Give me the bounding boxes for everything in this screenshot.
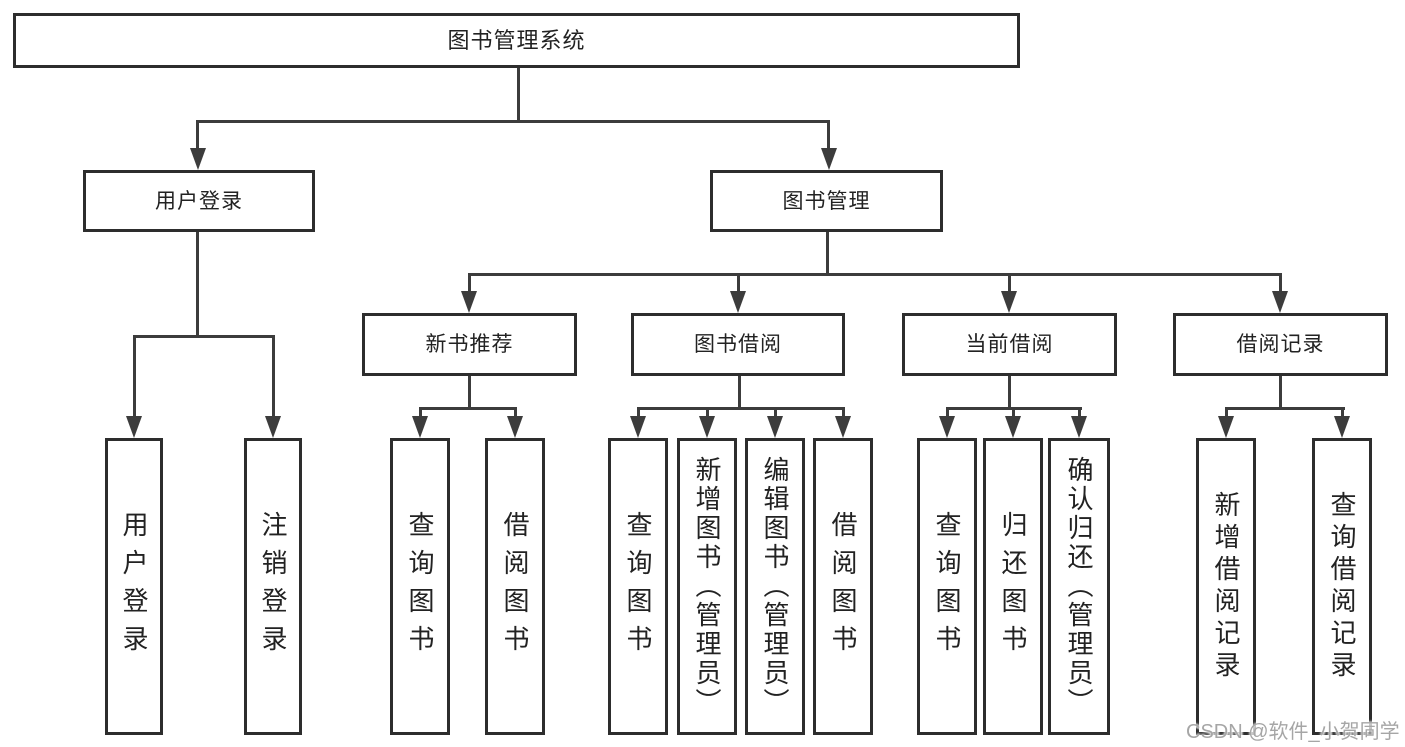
connector-current-drop-2 [1012, 407, 1015, 416]
connector-user-stem [196, 232, 199, 336]
csdn-watermark: CSDN @软件_小贺同学 [1186, 721, 1400, 743]
connector-mgmt-drop-4 [1279, 273, 1282, 291]
connector-root-rail [196, 120, 830, 123]
arrowhead-borrow-leaf-3 [767, 416, 783, 438]
arrowhead-to-logout-leaf [265, 416, 281, 438]
node-user-login-branch: 用户登录 [83, 170, 315, 232]
leaf-recommend-query-books: 查询图书 [390, 438, 450, 735]
node-book-management-branch: 图书管理 [710, 170, 943, 232]
connector-mgmt-stem [826, 232, 829, 274]
leaf-current-query-books: 查询图书 [917, 438, 977, 735]
arrowhead-borrow-leaf-4 [835, 416, 851, 438]
connector-current-drop-3 [1078, 407, 1081, 416]
connector-borrow-drop-4 [842, 407, 845, 416]
connector-records-drop-2 [1341, 407, 1344, 416]
node-library-management-system: 图书管理系统 [13, 13, 1020, 68]
arrowhead-current-leaf-1 [939, 416, 955, 438]
arrowhead-to-book-management [821, 148, 837, 170]
connector-borrow-drop-3 [774, 407, 777, 416]
connector-user-rail [133, 335, 275, 338]
arrowhead-to-user-login [190, 148, 206, 170]
arrowhead-recommend-leaf-2 [507, 416, 523, 438]
connector-current-drop-1 [946, 407, 949, 416]
leaf-user-login: 用户登录 [105, 438, 163, 735]
connector-borrow-rail [637, 407, 845, 410]
leaf-add-borrow-record: 新增借阅记录 [1196, 438, 1256, 735]
connector-borrow-drop-1 [637, 407, 640, 416]
arrowhead-to-login-leaf [126, 416, 142, 438]
connector-recommend-drop-1 [419, 407, 422, 416]
arrowhead-recommend-leaf-1 [412, 416, 428, 438]
arrowhead-to-book-borrow [730, 291, 746, 313]
node-new-book-recommend: 新书推荐 [362, 313, 577, 376]
arrowhead-to-borrow-records [1272, 291, 1288, 313]
arrowhead-borrow-leaf-2 [699, 416, 715, 438]
arrowhead-records-leaf-2 [1334, 416, 1350, 438]
connector-user-drop-1 [133, 335, 136, 416]
connector-mgmt-rail [468, 273, 1282, 276]
connector-root-stem [517, 68, 520, 121]
arrowhead-to-new-book-recommend [461, 291, 477, 313]
connector-user-drop-2 [272, 335, 275, 416]
arrowhead-current-leaf-2 [1005, 416, 1021, 438]
connector-borrow-drop-2 [706, 407, 709, 416]
connector-mgmt-drop-3 [1008, 273, 1011, 291]
connector-root-drop-right [827, 120, 830, 148]
connector-root-drop-left [196, 120, 199, 148]
arrowhead-records-leaf-1 [1218, 416, 1234, 438]
connector-records-drop-1 [1225, 407, 1228, 416]
node-book-borrow: 图书借阅 [631, 313, 845, 376]
leaf-logout: 注销登录 [244, 438, 302, 735]
leaf-add-books-admin: 新增图书（管理员） [677, 438, 737, 735]
connector-records-rail [1225, 407, 1345, 410]
connector-recommend-drop-2 [514, 407, 517, 416]
arrowhead-to-current-borrow [1001, 291, 1017, 313]
node-current-borrow: 当前借阅 [902, 313, 1117, 376]
connector-mgmt-drop-1 [468, 273, 471, 291]
leaf-query-borrow-record: 查询借阅记录 [1312, 438, 1372, 735]
connector-recommend-rail [419, 407, 517, 410]
node-borrow-records: 借阅记录 [1173, 313, 1388, 376]
leaf-confirm-return-admin: 确认归还（管理员） [1048, 438, 1110, 735]
leaf-recommend-borrow-books: 借阅图书 [485, 438, 545, 735]
leaf-return-books: 归还图书 [983, 438, 1043, 735]
arrowhead-borrow-leaf-1 [630, 416, 646, 438]
connector-recommend-stem [468, 376, 471, 408]
leaf-borrow-query-books: 查询图书 [608, 438, 668, 735]
leaf-borrow-books: 借阅图书 [813, 438, 873, 735]
connector-mgmt-drop-2 [737, 273, 740, 291]
arrowhead-current-leaf-3 [1071, 416, 1087, 438]
connector-records-stem [1279, 376, 1282, 408]
connector-current-stem [1008, 376, 1011, 408]
leaf-edit-books-admin: 编辑图书（管理员） [745, 438, 805, 735]
connector-borrow-stem [738, 376, 741, 408]
